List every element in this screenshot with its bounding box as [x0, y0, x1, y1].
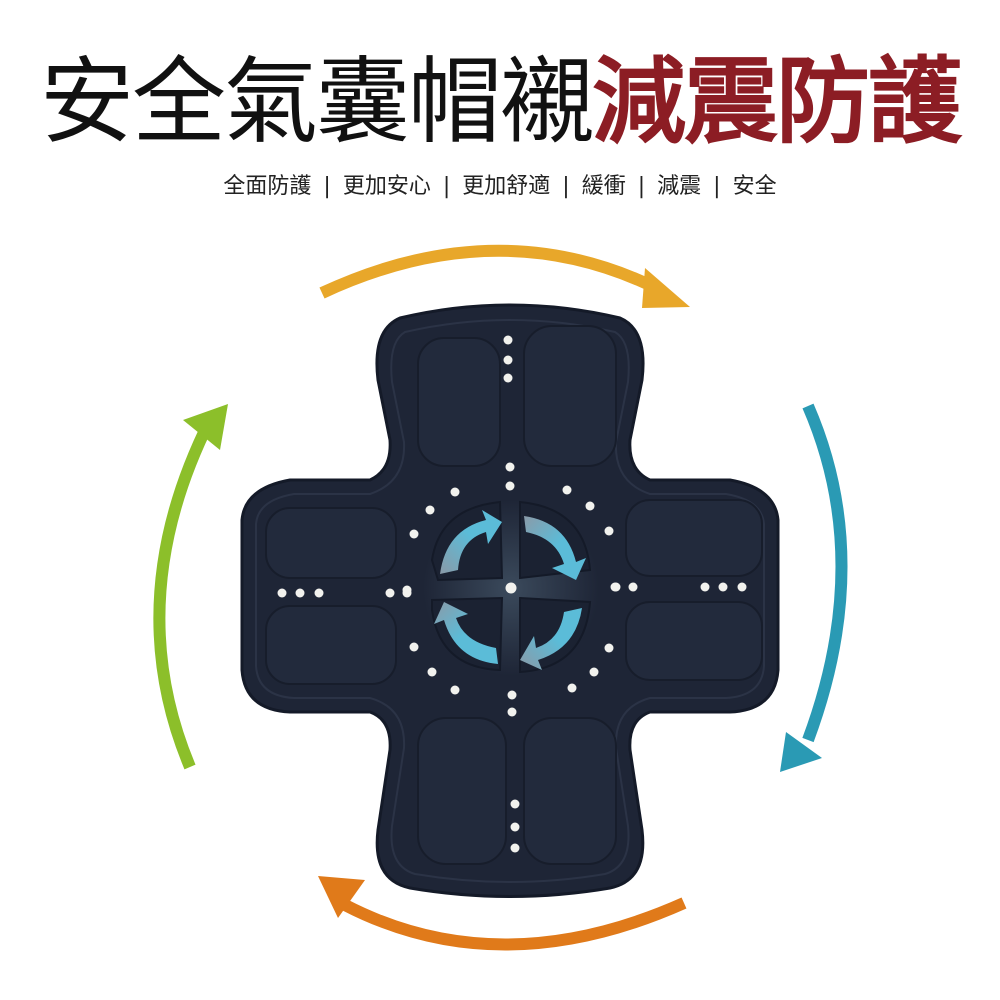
title-primary: 安全氣囊帽襯	[39, 48, 594, 157]
feature-item: 減震	[657, 174, 702, 199]
cushion-pad	[417, 717, 507, 865]
page-title: 安全氣囊帽襯減震防護	[0, 48, 1000, 158]
rotation-arrow-icon	[520, 608, 582, 670]
separator: |	[562, 174, 570, 199]
feature-item: 緩衝	[581, 174, 626, 199]
feature-list: 全面防護 | 更加安心 | 更加舒適 | 緩衝 | 減震 | 安全	[0, 168, 1000, 200]
separator: |	[637, 174, 646, 199]
cushion-pad	[523, 325, 617, 467]
cushion-pad	[265, 507, 397, 579]
feature-item: 更加安心	[342, 174, 431, 199]
feature-item: 安全	[732, 174, 777, 199]
rotation-arrow-icon	[440, 510, 502, 574]
cushion-pad	[265, 605, 397, 685]
cushion-pad	[417, 337, 501, 467]
feature-item: 全面防護	[223, 174, 312, 199]
rotation-arrow-icon	[524, 516, 586, 580]
rotation-arrow-icon	[434, 602, 498, 664]
cushion-pad	[625, 499, 763, 577]
helmet-liner	[240, 303, 780, 898]
separator: |	[323, 174, 331, 199]
separator: |	[442, 174, 451, 199]
cushion-pad	[625, 601, 763, 681]
bottom-arrow-icon	[318, 876, 687, 951]
feature-item: 更加舒適	[462, 174, 551, 199]
top-arrow-icon	[319, 244, 690, 308]
separator: |	[713, 174, 721, 199]
title-accent: 減震防護	[592, 48, 962, 157]
right-arrow-icon	[780, 403, 848, 772]
vent-holes	[277, 335, 747, 853]
left-arrow-icon	[153, 404, 228, 770]
cushion-pad	[523, 717, 617, 865]
